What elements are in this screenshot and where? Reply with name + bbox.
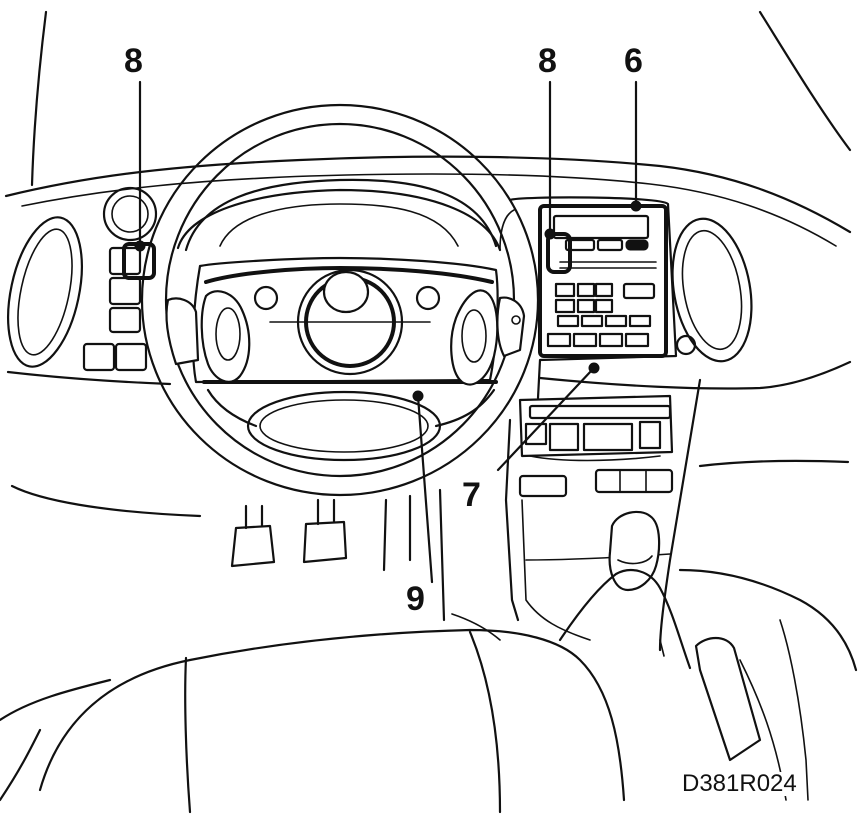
a-pillar-line [30, 10, 48, 187]
instrument-cluster-hood [184, 178, 498, 252]
left-air-vent [7, 216, 83, 368]
left-switch-column [82, 242, 156, 372]
windshield-right-line [758, 10, 852, 152]
callout-left-switch-label: 8 [124, 42, 143, 80]
radio-bezel-left [499, 209, 515, 251]
climate-control-panel [518, 394, 674, 498]
gear-lever [558, 510, 692, 670]
driver-seat [0, 613, 626, 814]
left-round-knob [102, 186, 158, 242]
center-stack-outline [508, 196, 678, 400]
figure-code: D381R024 [680, 770, 799, 797]
dashboard-top-outline [4, 155, 852, 234]
right-stalk-button [511, 315, 521, 325]
radio-unit [538, 204, 668, 358]
right-seat-edge [678, 568, 858, 672]
pedals [230, 498, 388, 572]
right-small-knob [675, 334, 697, 356]
dashboard-lower-edge [6, 370, 172, 386]
steering-column-2 [438, 488, 446, 622]
right-seat-inner [779, 619, 809, 801]
dashboard-bottom-line-right [698, 459, 850, 468]
left-air-vent-inner [17, 228, 73, 356]
right-air-vent [671, 217, 753, 363]
handbrake-outline [694, 636, 762, 762]
center-tunnel-right [658, 378, 702, 652]
steering-wheel [140, 103, 540, 497]
dashboard-bottom-line-left [10, 484, 202, 518]
right-stalk [496, 296, 526, 358]
leader-lines [134, 80, 642, 584]
callout-dash-panel-label: 7 [462, 476, 481, 514]
dashboard-top-inner [21, 173, 837, 247]
right-air-vent-inner [681, 229, 743, 351]
left-stalk [165, 297, 200, 366]
callout-right-switch-label: 8 [538, 42, 557, 80]
left-round-knob-inner [111, 195, 149, 233]
center-tunnel-inner [521, 499, 591, 641]
dashboard-lower-edge-right [538, 360, 852, 390]
callout-steering-wheel-label: 9 [406, 580, 425, 618]
callout-radio-label: 6 [624, 42, 643, 80]
